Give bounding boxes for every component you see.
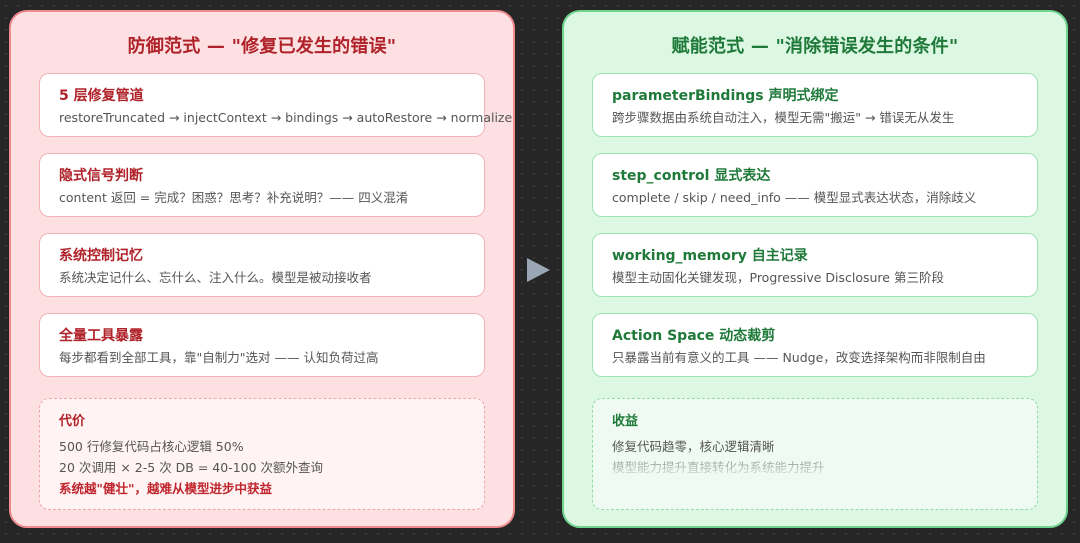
card-repair-pipeline: 5 层修复管道 restoreTruncated → injectContext… [39,73,513,137]
enablement-paradigm-panel: 赋能范式 — "消除错误发生的条件" parameterBindings 声明式… [562,10,1068,528]
defense-paradigm-panel: 防御范式 — "修复已发生的错误" 5 层修复管道 restoreTruncat… [9,10,515,528]
card-title: 5 层修复管道 [59,88,144,104]
card-description: 模型主动固化关键发现，Progressive Disclosure 第三阶段 [612,270,944,285]
summary-line: 20 次调用 × 2-5 次 DB = 40-100 次额外查询 [59,460,324,475]
benefit-summary-box: 收益 修复代码趋零，核心逻辑清晰 模型能力提升直接转化为系统能力提升 [592,398,1038,510]
card-description: 只暴露当前有意义的工具 —— Nudge，改变选择架构而非限制自由 [612,350,986,365]
card-description: complete / skip / need_info —— 模型显式表达状态，… [612,190,977,205]
card-description: restoreTruncated → injectContext → bindi… [59,110,513,125]
arrow-right-icon [527,258,550,282]
card-description: 系统决定记什么、忘什么、注入什么。模型是被动接收者 [59,270,372,285]
defense-panel-title: 防御范式 — "修复已发生的错误" [127,36,397,57]
card-description: content 返回 = 完成？困惑？思考？补充说明？—— 四义混淆 [59,190,409,205]
card-title: working_memory 自主记录 [612,248,808,264]
card-title: Action Space 动态裁剪 [612,328,776,344]
summary-line: 修复代码趋零，核心逻辑清晰 [612,439,775,454]
card-title: 系统控制记忆 [59,248,143,264]
summary-title: 代价 [59,414,86,429]
card-system-memory: 系统控制记忆 系统决定记什么、忘什么、注入什么。模型是被动接收者 [39,233,485,297]
card-action-space: Action Space 动态裁剪 只暴露当前有意义的工具 —— Nudge，改… [592,313,1038,377]
card-parameter-bindings: parameterBindings 声明式绑定 跨步骤数据由系统自动注入，模型无… [592,73,1038,137]
card-title: step_control 显式表达 [612,168,771,184]
cost-summary-box: 代价 500 行修复代码占核心逻辑 50% 20 次调用 × 2-5 次 DB … [39,398,485,510]
card-working-memory: working_memory 自主记录 模型主动固化关键发现，Progressi… [592,233,1038,297]
summary-line: 模型能力提升直接转化为系统能力提升 [612,460,825,475]
card-full-tool-exposure: 全量工具暴露 每步都看到全部工具，靠"自制力"选对 —— 认知负荷过高 [39,313,485,377]
card-description: 每步都看到全部工具，靠"自制力"选对 —— 认知负荷过高 [59,350,379,365]
card-implicit-signal: 隐式信号判断 content 返回 = 完成？困惑？思考？补充说明？—— 四义混… [39,153,485,217]
card-title: 全量工具暴露 [59,328,143,344]
summary-emphasis: 系统越"健壮"，越难从模型进步中获益 [59,481,273,496]
summary-title: 收益 [612,414,639,429]
card-title: 隐式信号判断 [59,168,143,184]
card-step-control: step_control 显式表达 complete / skip / need… [592,153,1038,217]
card-description: 跨步骤数据由系统自动注入，模型无需"搬运" → 错误无从发生 [612,110,955,125]
enablement-panel-title: 赋能范式 — "消除错误发生的条件" [671,36,959,57]
summary-line: 500 行修复代码占核心逻辑 50% [59,439,244,454]
card-title: parameterBindings 声明式绑定 [612,88,839,104]
